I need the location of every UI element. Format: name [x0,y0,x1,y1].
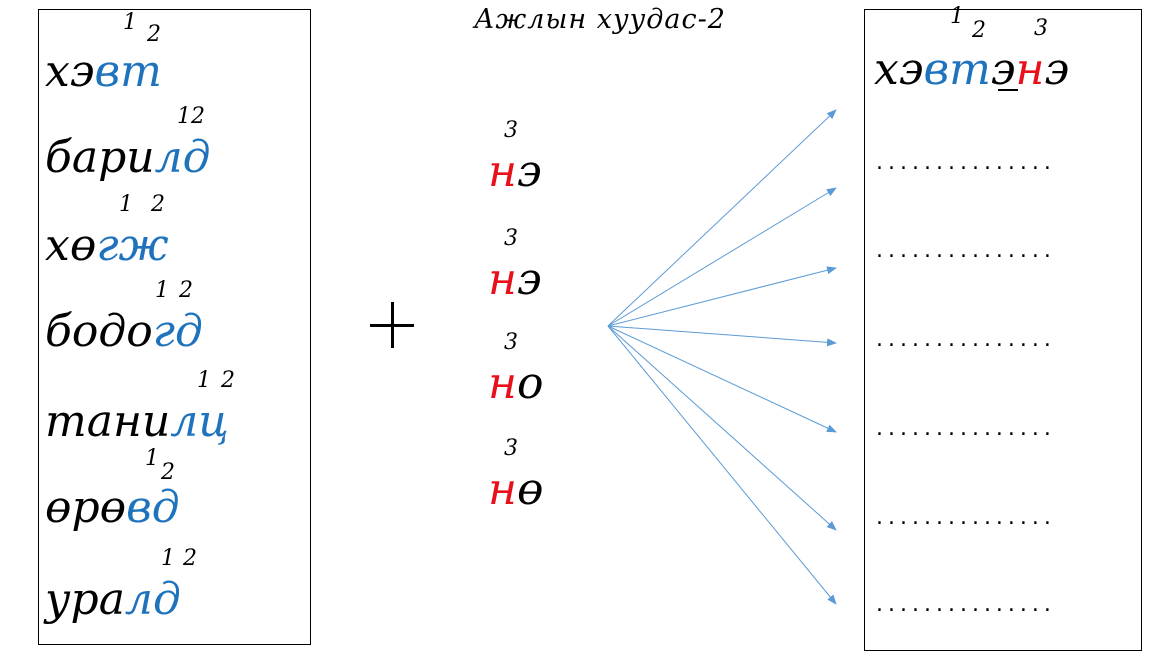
word-ending: вт [94,46,162,97]
mark-2: 2 [147,22,161,47]
example-ending: вт [923,44,991,95]
word-base: хө [45,220,97,271]
mark-3: 3 [504,226,518,251]
mark-2: 2 [161,460,175,485]
word-5: танилц 1 2 [45,370,235,444]
arrow-line [607,325,837,433]
syllable-consonant: н [488,358,517,409]
mark-2: 2 [179,278,193,303]
example-vowel: э [990,44,1016,95]
syllable-vowel: о [516,358,544,409]
mark-1: 1 [950,4,964,29]
word-ending: гд [152,306,203,357]
word-base: өрө [45,482,127,533]
arrow-line [607,187,837,327]
word-base: хэ [45,46,95,97]
syllable-vowel: э [516,146,542,197]
mark-1: 1 [119,192,133,217]
answer-line-3[interactable]: ............... [876,327,1056,352]
word-ending: гж [96,220,169,271]
word-ending: лд [154,132,211,183]
mark-3: 3 [504,436,518,461]
word-base: тани [45,396,171,447]
mark-2: 2 [151,192,165,217]
syllable-consonant: н [488,146,517,197]
mark-3: 3 [504,330,518,355]
arrow-line [607,266,837,327]
mark-3: 3 [1034,16,1048,41]
answer-line-4[interactable]: ............... [876,416,1056,441]
arrow-line [607,325,837,605]
answer-line-5[interactable]: ............... [876,505,1056,530]
example-syllable-consonant: н [1015,44,1045,95]
arrow-line [607,325,837,531]
arrow-line [607,325,837,347]
example-syllable-vowel: э [1044,44,1070,95]
syllable-consonant: н [488,464,517,515]
word-list-box: хэвт 1 2 барилд 1 2 хөгж 1 2 бодогд 1 2 … [38,9,311,645]
answer-line-2[interactable]: ............... [876,238,1056,263]
answer-line-6[interactable]: ............... [876,592,1056,617]
answer-box [864,9,1142,651]
word-7: уралд 1 2 [45,548,197,622]
mark-1: 1 [123,10,137,35]
syllable-1: нэ 3 [488,120,542,194]
word-ending: лд [124,574,181,625]
word-base: бодо [45,306,153,357]
example-word: хэвтэнэ 1 2 3 [874,6,1069,92]
plus-sign [370,300,420,350]
syllable-2: нэ 3 [488,228,542,302]
vowel-underline [998,89,1018,91]
mark-1: 1 [197,368,211,393]
syllable-4: нө 3 [488,438,543,512]
word-2: барилд 1 2 [45,106,211,180]
syllable-vowel: ө [516,464,544,515]
mark-2: 2 [221,368,235,393]
mark-2: 2 [191,104,205,129]
word-4: бодогд 1 2 [45,280,203,354]
word-1: хэвт 1 2 [45,12,162,94]
answer-line-1[interactable]: ............... [876,150,1056,175]
syllable-consonant: н [488,254,517,305]
mark-2: 2 [183,546,197,571]
mark-1: 1 [177,104,191,129]
worksheet-title: Ажлын хуудас-2 [474,4,726,35]
mark-1: 1 [161,546,175,571]
example-base: хэ [874,44,924,95]
word-base: ура [45,574,125,625]
mark-1: 1 [145,446,159,471]
word-ending: лц [170,396,229,447]
word-base: бари [45,132,155,183]
word-6: өрөвд 1 2 [45,448,180,530]
mark-3: 3 [504,118,518,143]
mark-1: 1 [155,278,169,303]
mark-2: 2 [972,18,986,43]
syllable-3: но 3 [488,332,543,406]
syllable-vowel: э [516,254,542,305]
arrow-line [607,109,837,327]
word-ending: вд [126,482,180,533]
word-3: хөгж 1 2 [45,194,169,268]
